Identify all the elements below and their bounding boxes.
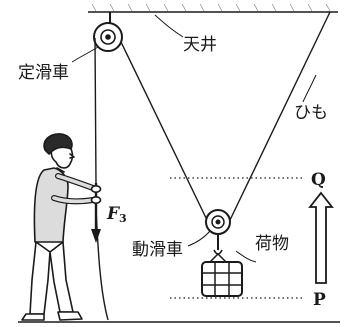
fixed-pulley (93, 12, 123, 52)
label-force-f: F (106, 204, 121, 224)
rope-pull-side (94, 37, 109, 321)
rope-string (120, 11, 331, 221)
label-fixed-pulley: 定滑車 (18, 63, 69, 83)
label-point-q: Q (311, 170, 326, 190)
label-movable-pulley: 動滑車 (132, 240, 183, 260)
label-force-subscript: 3 (119, 212, 127, 225)
load-crate-icon (201, 252, 243, 297)
person-pulling-rope-icon (21, 133, 102, 321)
movable-pulley (205, 209, 231, 255)
ceiling (88, 3, 338, 13)
label-point-p: P (313, 290, 326, 310)
reference-lines (170, 177, 305, 299)
upward-hollow-arrow-icon (308, 191, 334, 284)
label-ceiling: 天井 (183, 35, 217, 55)
label-string: ひも (294, 103, 328, 123)
label-leaders (71, 14, 317, 263)
label-load: 荷物 (255, 234, 289, 254)
